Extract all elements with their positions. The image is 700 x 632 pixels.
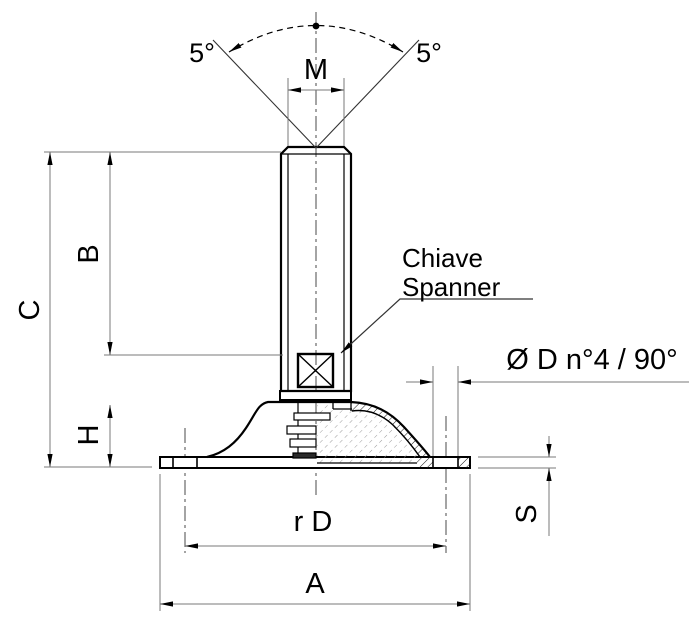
spanner-label-italian: Chiave [402, 243, 483, 273]
dimension-hole-diameter [406, 366, 689, 456]
angle-label-left: 5° [189, 38, 215, 68]
shell-inner-curve [351, 409, 421, 458]
flange-section-hatch-right [458, 457, 470, 468]
tilt-angle-indication [212, 22, 420, 149]
angle-label-right: 5° [416, 38, 442, 68]
base-diameter-label: A [305, 568, 325, 600]
labels: 5° 5° M C B H Chiave Spanner Ø D n°4 / 9… [14, 38, 678, 600]
dimension-a [159, 474, 471, 611]
flange-section-hatch-left [417, 457, 433, 468]
dimension-b [104, 152, 283, 356]
pitch-diameter-label: r D [294, 506, 333, 538]
tilt-line-right [315, 39, 420, 149]
thread-size-label: M [304, 54, 328, 86]
flange-hole-edges [172, 457, 459, 468]
dimension-m [287, 78, 345, 146]
tilt-arc [228, 24, 404, 53]
spanner-flats [296, 352, 335, 389]
pivot-dot [312, 22, 320, 30]
spanner-label-english: Spanner [402, 272, 501, 302]
stud-thread-ridges [286, 400, 331, 459]
dome-outline [206, 400, 351, 459]
height-c-label: C [14, 300, 46, 321]
rubber-section-hatch [317, 400, 420, 463]
tilt-line-left [212, 39, 317, 149]
thickness-label: S [511, 504, 543, 523]
spanner-leader-line [340, 298, 533, 354]
height-b-label: B [73, 244, 105, 263]
holes-spec-label: Ø D n°4 / 90° [506, 344, 678, 376]
shell-outer-curve [350, 400, 431, 458]
dimension-s [478, 436, 556, 536]
height-h-label: H [73, 425, 105, 446]
washer-plate [279, 390, 352, 401]
dimensions [44, 78, 689, 611]
foot-body [159, 145, 471, 469]
